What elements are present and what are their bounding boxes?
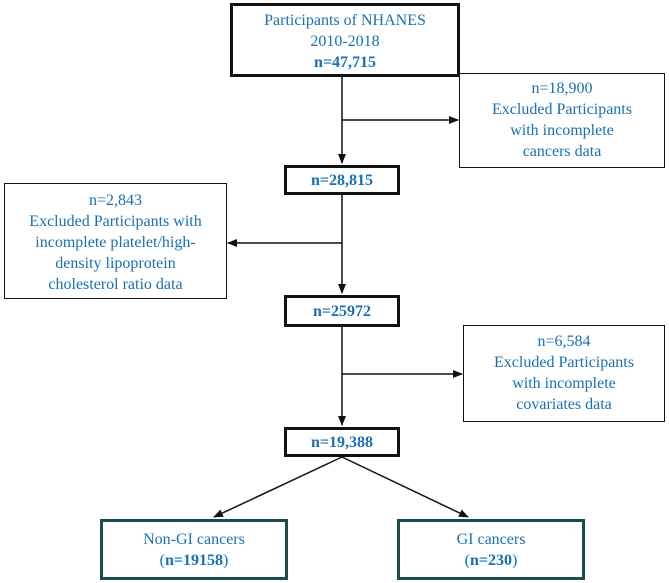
nongi-paren-open: ( xyxy=(159,552,165,569)
exclusion1-line3: cancers data xyxy=(522,143,602,160)
arrow-to-gi xyxy=(341,456,469,518)
exclusion1-count: n=18,900 xyxy=(531,80,593,97)
exclusion2-line4: cholesterol ratio data xyxy=(48,276,183,293)
exclusion3-line3: covariates data xyxy=(516,396,612,413)
exclusion1-box: n=18,900 Excluded Participants with inco… xyxy=(459,73,665,168)
step1-count: n=28,815 xyxy=(310,172,373,189)
exclusion2-line3: density lipoprotein xyxy=(55,255,176,272)
gi-label: GI cancers xyxy=(456,531,526,548)
nongi-count-line: (n=19158) xyxy=(103,550,285,571)
exclusion2-line2: incomplete platelet/high- xyxy=(35,234,196,251)
gi-count: n=230 xyxy=(469,552,512,569)
gi-paren-open: ( xyxy=(464,552,470,569)
exclusion1-line1: Excluded Participants xyxy=(492,101,632,118)
nongi-paren-close: ) xyxy=(223,552,229,569)
start-box: Participants of NHANES 2010-2018 n=47,71… xyxy=(230,3,460,77)
exclusion3-box: n=6,584 Excluded Participants with incom… xyxy=(463,325,665,422)
step1-box: n=28,815 xyxy=(284,165,400,195)
nongi-label: Non-GI cancers xyxy=(143,531,245,548)
start-line2: 2010-2018 xyxy=(310,33,380,50)
exclusion2-count: n=2,843 xyxy=(88,192,143,209)
step2-box: n=25972 xyxy=(284,295,400,327)
exclusion2-line1: Excluded Participants with xyxy=(29,213,202,230)
exclusion3-count: n=6,584 xyxy=(537,333,591,350)
exclusion3-line2: with incomplete xyxy=(512,375,616,392)
step3-count: n=19,388 xyxy=(310,434,373,451)
start-line1: Participants of NHANES xyxy=(264,12,426,29)
nongi-box: Non-GI cancers (n=19158) xyxy=(100,519,288,580)
exclusion2-box: n=2,843 Excluded Participants with incom… xyxy=(4,183,227,299)
gi-box: GI cancers (n=230) xyxy=(397,519,585,580)
nongi-count: n=19158 xyxy=(164,552,223,569)
exclusion3-line1: Excluded Participants xyxy=(494,354,634,371)
gi-paren-close: ) xyxy=(512,552,518,569)
arrow-to-nongi xyxy=(213,456,343,518)
exclusion1-line2: with incomplete xyxy=(510,122,614,139)
step2-count: n=25972 xyxy=(312,303,371,320)
gi-count-line: (n=230) xyxy=(400,550,582,571)
start-count: n=47,715 xyxy=(313,54,376,71)
step3-box: n=19,388 xyxy=(284,427,400,457)
